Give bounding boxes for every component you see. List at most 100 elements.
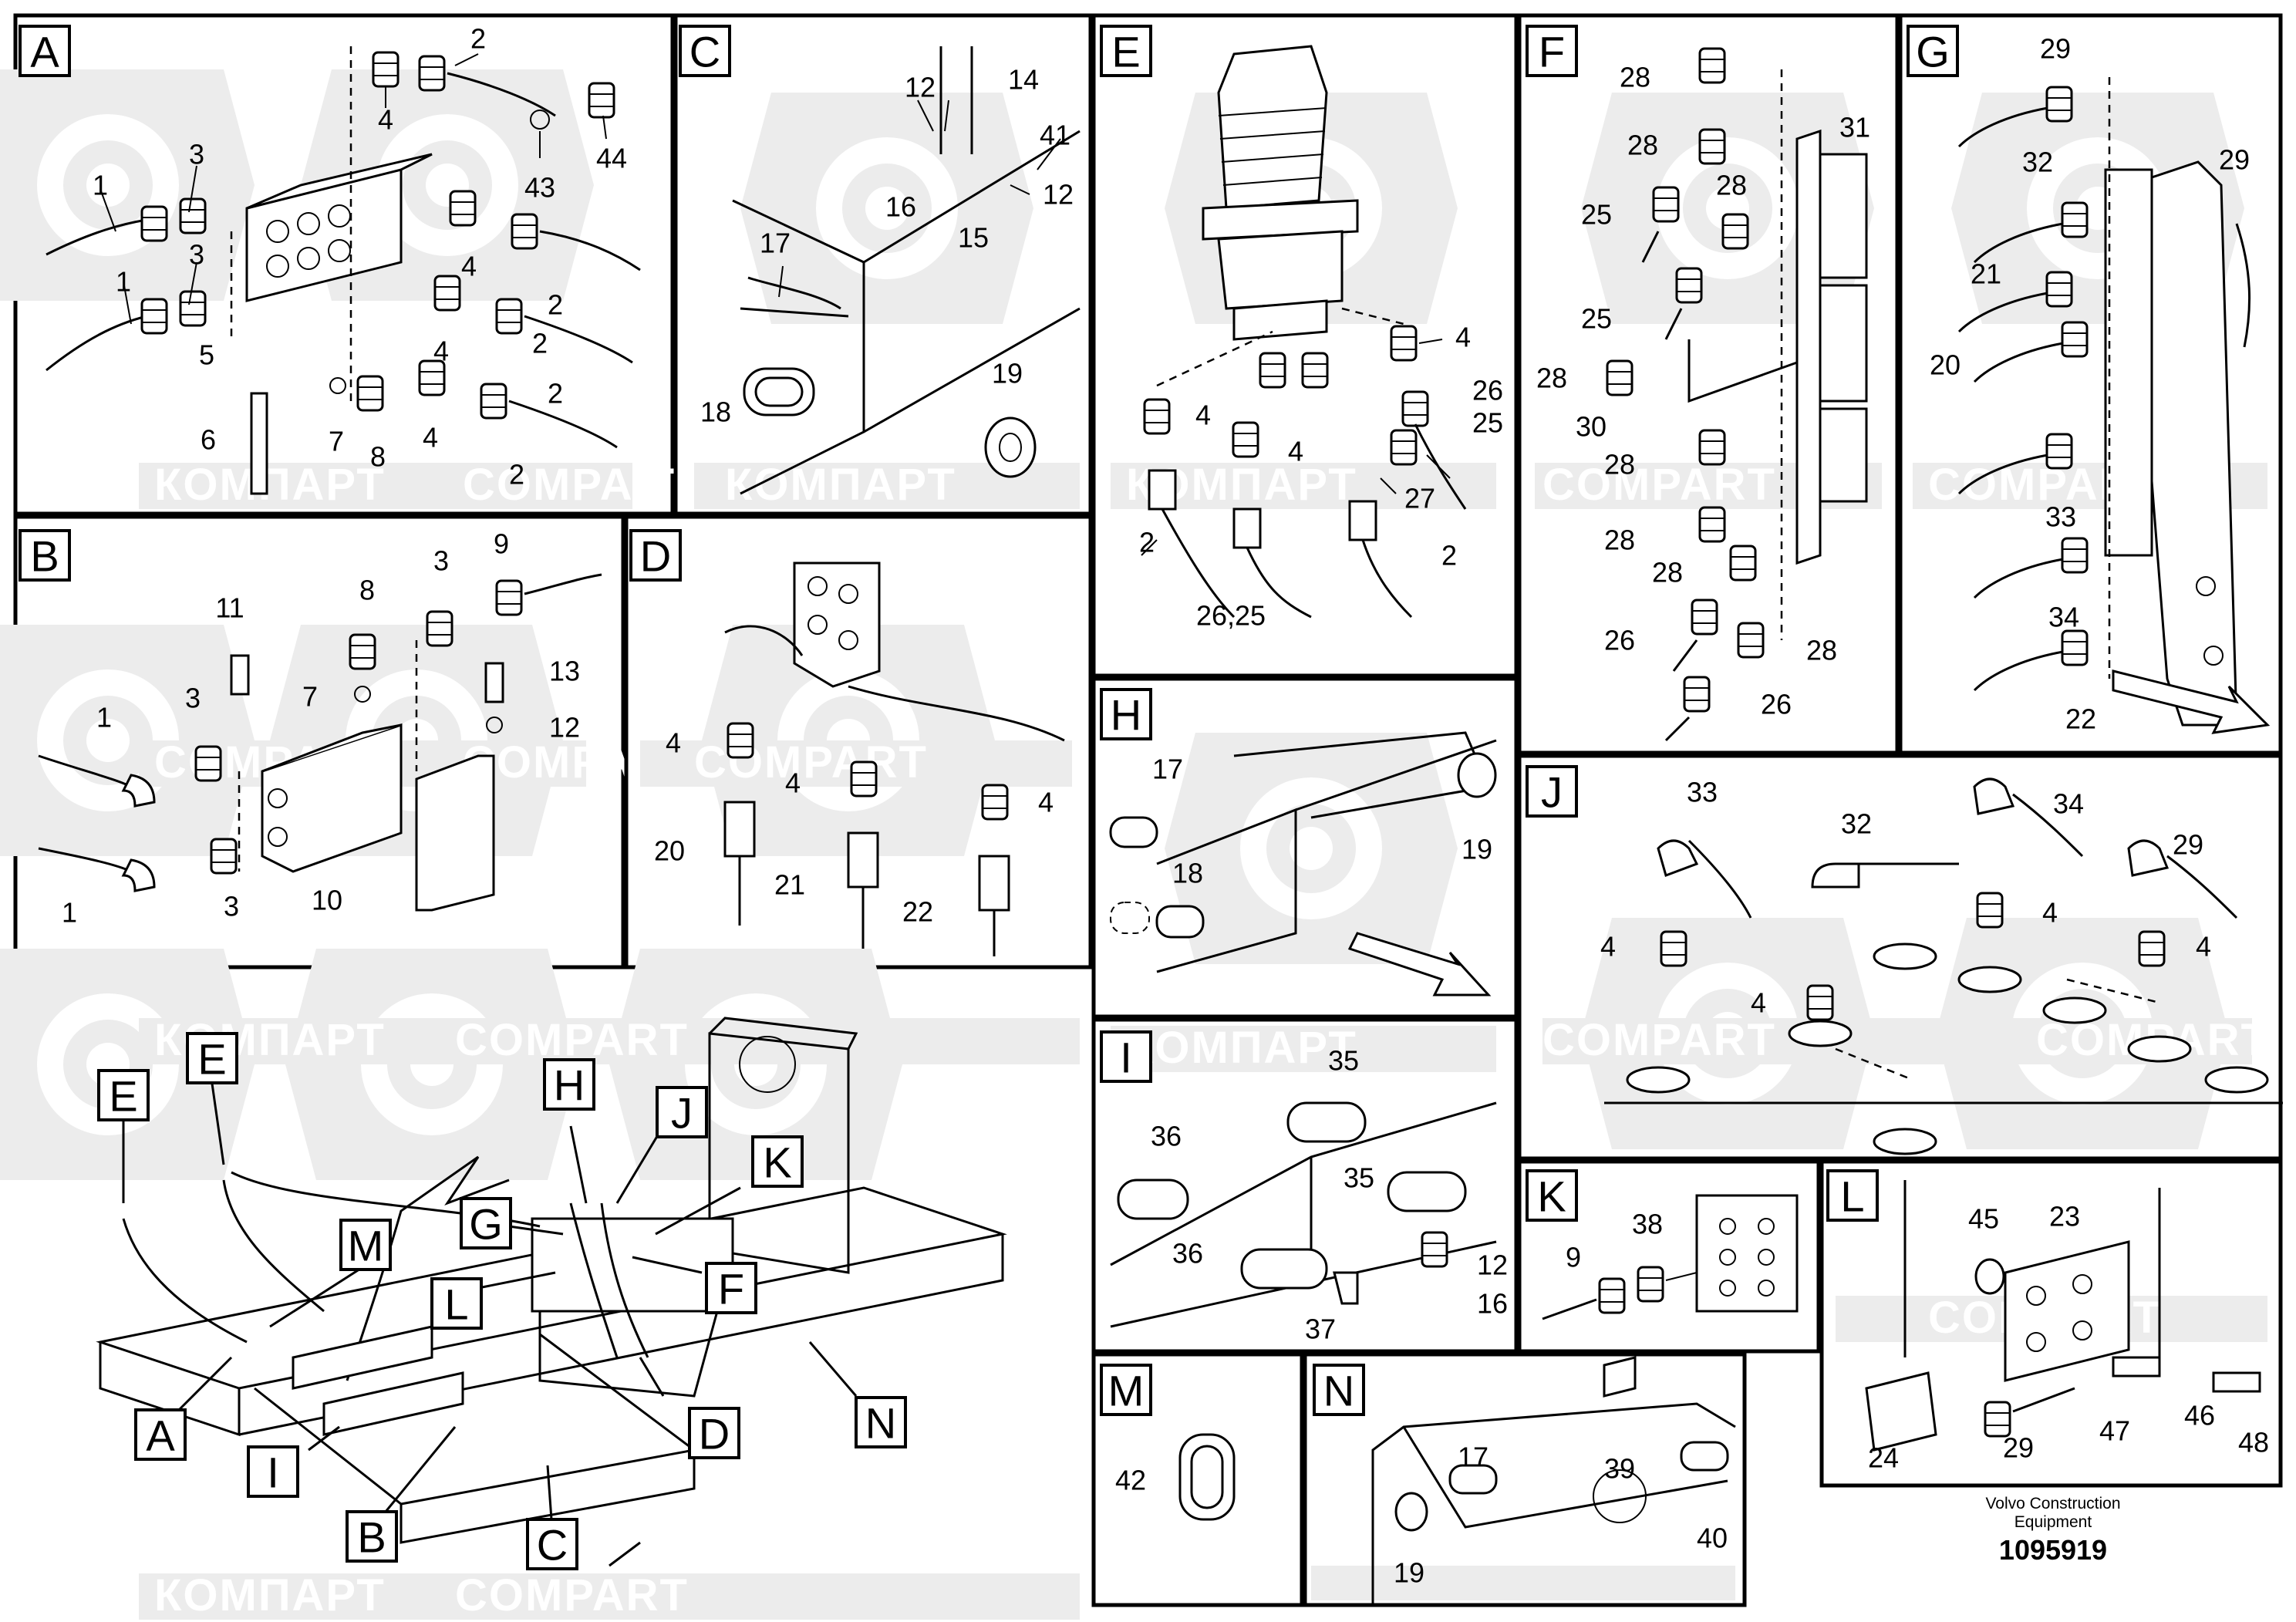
callout: 28 <box>1620 62 1650 93</box>
callout: 19 <box>1394 1557 1424 1589</box>
callout: 4 <box>433 336 449 367</box>
svg-text:N: N <box>1323 1367 1354 1415</box>
callout: 3 <box>224 891 239 922</box>
callout: 23 <box>2049 1201 2080 1233</box>
callouts-d: 4 4 4 20 21 22 <box>654 727 1054 928</box>
callout: 38 <box>1632 1209 1663 1240</box>
svg-text:F: F <box>1539 28 1565 76</box>
drawing-number: 1095919 <box>1999 1534 2107 1566</box>
panel-tag-i: I <box>1100 1030 1152 1083</box>
callout: 9 <box>494 528 509 560</box>
company-name: Volvo Construction <box>1985 1495 2120 1512</box>
callout: 26 <box>1761 689 1792 720</box>
overview-tag: F <box>705 1262 757 1314</box>
callout: 4 <box>1288 436 1303 467</box>
callouts-j: 4 4 4 4 29 32 33 34 <box>1600 777 2211 1019</box>
callout: 15 <box>958 222 989 254</box>
overview-tag: C <box>526 1518 578 1570</box>
callout: 34 <box>2048 602 2079 633</box>
svg-text:I: I <box>267 1448 279 1497</box>
callout: 4 <box>423 422 438 454</box>
callout: 4 <box>378 104 393 136</box>
svg-text:G: G <box>469 1200 503 1249</box>
callout: 8 <box>359 575 375 606</box>
callout: 4 <box>1455 322 1471 353</box>
watermark-text: КОМПАРТ <box>725 460 956 510</box>
callouts-a: 1 1 2 2 2 2 2 3 3 4 4 4 4 5 6 7 8 43 44 <box>93 23 627 491</box>
svg-text:N: N <box>865 1399 896 1448</box>
callout: 21 <box>1971 258 2001 290</box>
callout: 7 <box>302 681 318 713</box>
panel-tag-g: G <box>1907 25 1959 77</box>
callout: 3 <box>185 683 201 714</box>
overview-tag: A <box>134 1408 187 1461</box>
panel-tag-b: B <box>19 529 71 582</box>
callout: 8 <box>370 441 386 473</box>
watermark: КОМПАРТ <box>1111 1023 1496 1073</box>
callout: 17 <box>760 228 791 259</box>
callout: 22 <box>2065 703 2096 735</box>
callout: 28 <box>1652 557 1683 588</box>
svg-text:C: C <box>689 28 720 76</box>
callout: 4 <box>1600 931 1616 963</box>
callout: 29 <box>2003 1432 2034 1464</box>
watermark-text: КОМПАРТ <box>1126 1023 1357 1073</box>
watermark-text: КОМПАРТ <box>154 1570 386 1620</box>
callouts-f: 25 25 26 26 28 28 28 28 28 28 28 28 30 3… <box>1536 62 1870 720</box>
callout: 12 <box>1043 179 1074 211</box>
panel-tag-k: K <box>1526 1169 1578 1222</box>
svg-text:E: E <box>197 1035 226 1084</box>
callout: 25 <box>1581 199 1612 231</box>
overview-tag: I <box>247 1445 299 1498</box>
callout: 6 <box>201 424 216 456</box>
footer: Volvo Construction Equipment 1095919 <box>1985 1495 2120 1566</box>
panel-e: КОМПАРТ <box>1091 13 1519 678</box>
callout: 5 <box>199 339 214 371</box>
manifold <box>1795 129 1868 565</box>
panel-b: COMPART COMPART <box>0 514 695 969</box>
callout: 18 <box>1172 858 1203 889</box>
callout: 19 <box>992 358 1023 389</box>
callout: 11 <box>215 592 244 624</box>
callout: 4 <box>2042 897 2058 929</box>
panel-tag-a: A <box>19 25 71 77</box>
overview-tag: E <box>97 1069 150 1121</box>
watermark-text: COMPART <box>455 1570 689 1620</box>
callout: 1 <box>93 170 108 201</box>
watermark-text: COMPART <box>463 460 696 510</box>
callout: 4 <box>1038 787 1054 818</box>
panel-d: COMPART <box>624 514 1093 969</box>
callout: 28 <box>1627 130 1658 161</box>
callout: 2 <box>548 378 563 410</box>
panel-i: КОМПАРТ <box>1091 1017 1519 1354</box>
callout-leaders <box>99 53 1451 556</box>
callout: 21 <box>774 869 805 901</box>
callout: 36 <box>1151 1121 1182 1152</box>
svg-text:B: B <box>30 532 59 581</box>
panel-tag-d: D <box>629 529 682 582</box>
panel-a: КОМПАРТ COMPART <box>0 13 696 516</box>
callout: 29 <box>2173 829 2203 861</box>
callout: 12 <box>1477 1249 1508 1281</box>
callout: 12 <box>549 712 580 744</box>
callout: 17 <box>1458 1442 1489 1473</box>
svg-text:E: E <box>1111 28 1140 76</box>
callout: 14 <box>1008 64 1039 96</box>
panel-tag-n: N <box>1313 1364 1365 1416</box>
callouts-g: 20 21 22 29 29 32 33 34 <box>1930 33 2250 735</box>
callout: 30 <box>1576 411 1607 443</box>
joystick-boot <box>1202 45 1359 341</box>
callout: 33 <box>2045 501 2076 533</box>
overview-tag: N <box>855 1396 907 1448</box>
callout: 18 <box>700 396 731 428</box>
callout: 27 <box>1404 483 1435 514</box>
company-name: Equipment <box>2014 1513 2092 1531</box>
svg-text:I: I <box>1120 1034 1132 1082</box>
callout: 1 <box>62 897 77 929</box>
callout: 44 <box>596 143 627 174</box>
svg-text:G: G <box>1916 28 1950 76</box>
panel-tag-f: F <box>1526 25 1578 77</box>
valve-block <box>245 153 433 302</box>
panel-tag-c: C <box>679 25 731 77</box>
svg-text:B: B <box>357 1513 386 1562</box>
